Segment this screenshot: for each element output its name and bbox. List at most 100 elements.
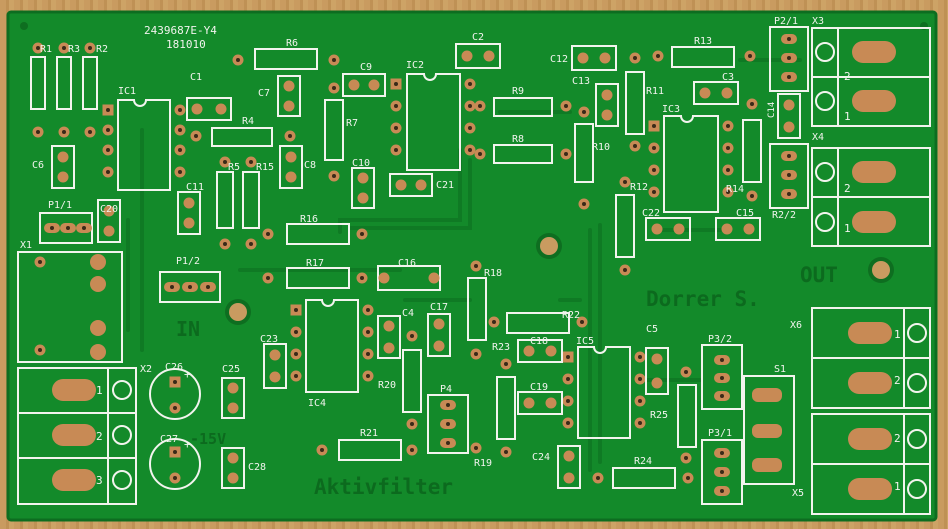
label-x5: X5 — [792, 488, 804, 499]
label-c7: C7 — [258, 88, 270, 99]
label-r18: R18 — [484, 268, 502, 279]
label-c5: C5 — [646, 324, 658, 335]
terminal-x6-pin2: 2 — [894, 374, 901, 387]
label-c23: C23 — [260, 334, 278, 345]
label-r17: R17 — [306, 258, 324, 269]
label-p1-1: P1/1 — [48, 200, 72, 211]
label-c2: C2 — [472, 32, 484, 43]
part-number: 2439687E-Y4 — [144, 24, 217, 37]
copper-text: IN -15V Aktivfilter Dorrer S. OUT — [176, 263, 838, 499]
label-p2-1: P2/1 — [774, 16, 798, 27]
label-c17: C17 — [430, 302, 448, 313]
label-c16: C16 — [398, 258, 416, 269]
label-r8: R8 — [512, 134, 524, 145]
label-r12: R12 — [630, 182, 648, 193]
label-x2: X2 — [140, 364, 152, 375]
label-r15: R15 — [256, 162, 274, 173]
in-label: IN — [176, 317, 200, 341]
label-r9: R9 — [512, 86, 524, 97]
x1-connector — [17, 251, 123, 363]
label-c26: C26 — [165, 362, 183, 373]
label-c25: C25 — [222, 364, 240, 375]
label-c3: C3 — [722, 72, 734, 83]
label-c11: C11 — [186, 182, 204, 193]
terminal-x6-pin1: 1 — [894, 328, 901, 341]
label-r3: R3 — [68, 44, 80, 55]
silkscreen-labels: 2439687E-Y4 181010 R1 R3 R2 R6 C2 C1 IC1… — [20, 16, 901, 499]
terminal-x3-pin1: 1 — [844, 110, 851, 123]
label-r19: R19 — [474, 458, 492, 469]
label-c4: C4 — [402, 308, 414, 319]
terminal-x5-pin1: 1 — [894, 480, 901, 493]
label-p4: P4 — [440, 384, 452, 395]
pin-headers — [39, 26, 809, 505]
label-r24: R24 — [634, 456, 652, 467]
label-c22: C22 — [642, 208, 660, 219]
label-c6: C6 — [32, 160, 44, 171]
date-code: 181010 — [166, 38, 206, 51]
label-c21: C21 — [436, 180, 454, 191]
label-c20: C20 — [100, 204, 118, 215]
label-c18: C18 — [530, 336, 548, 347]
copper-traces — [126, 58, 802, 472]
ic-outlines — [117, 73, 719, 439]
terminal-x3-pin2: 2 — [844, 70, 851, 83]
terminal-x4-pin2: 2 — [844, 182, 851, 195]
label-c24: C24 — [532, 452, 550, 463]
label-ic2: IC2 — [406, 60, 424, 71]
label-x4: X4 — [812, 132, 824, 143]
label-x3: X3 — [812, 16, 824, 27]
label-r7: R7 — [346, 118, 358, 129]
label-r10: R10 — [592, 142, 610, 153]
terminal-blocks — [17, 27, 931, 515]
label-p3-2: P3/2 — [708, 334, 732, 345]
label-c15: C15 — [736, 208, 754, 219]
label-s1: S1 — [774, 364, 786, 375]
resistor-outlines — [30, 46, 762, 489]
label-r6: R6 — [286, 38, 298, 49]
out-label: OUT — [800, 263, 838, 287]
label-c14: C14 — [767, 102, 777, 118]
label-r21: R21 — [360, 428, 378, 439]
label-ic3: IC3 — [662, 104, 680, 115]
label-c19: C19 — [530, 382, 548, 393]
label-p1-2: P1/2 — [176, 256, 200, 267]
label-r13: R13 — [694, 36, 712, 47]
label-r16: R16 — [300, 214, 318, 225]
terminal-x5-pin2: 2 — [894, 432, 901, 445]
label-x6: X6 — [790, 320, 802, 331]
label-r20: R20 — [378, 380, 396, 391]
label-ic1: IC1 — [118, 86, 136, 97]
label-ic4: IC4 — [308, 398, 326, 409]
label-c28: C28 — [248, 462, 266, 473]
label-c9: C9 — [360, 62, 372, 73]
label-r11: R11 — [646, 86, 664, 97]
svg-text:+: + — [184, 368, 191, 381]
electrolytic-caps: + + — [149, 368, 201, 490]
board-name: Aktivfilter — [314, 475, 453, 499]
label-x1: X1 — [20, 240, 32, 251]
capacitors — [51, 43, 801, 489]
terminal-x4-pin1: 1 — [844, 222, 851, 235]
label-r22: R22 — [562, 310, 580, 321]
label-r1: R1 — [40, 44, 52, 55]
label-c13: C13 — [572, 76, 590, 87]
label-c10: C10 — [352, 158, 370, 169]
supply-label: -15V — [190, 430, 226, 448]
label-p3-1: P3/1 — [708, 428, 732, 439]
svg-text:+: + — [184, 438, 191, 451]
label-r2-2: R2/2 — [772, 210, 796, 221]
label-ic5: IC5 — [576, 336, 594, 347]
label-c12: C12 — [550, 54, 568, 65]
label-r2: R2 — [96, 44, 108, 55]
label-r5: R5 — [228, 162, 240, 173]
terminal-x2-pin1: 1 — [96, 384, 103, 397]
terminal-x2-pin2: 2 — [96, 430, 103, 443]
terminal-x2-pin3: 3 — [96, 474, 103, 487]
label-r14: R14 — [726, 184, 744, 195]
mounting-holes — [20, 22, 928, 325]
terminal-pads — [52, 41, 896, 500]
label-r25: R25 — [650, 410, 668, 421]
label-c8: C8 — [304, 160, 316, 171]
